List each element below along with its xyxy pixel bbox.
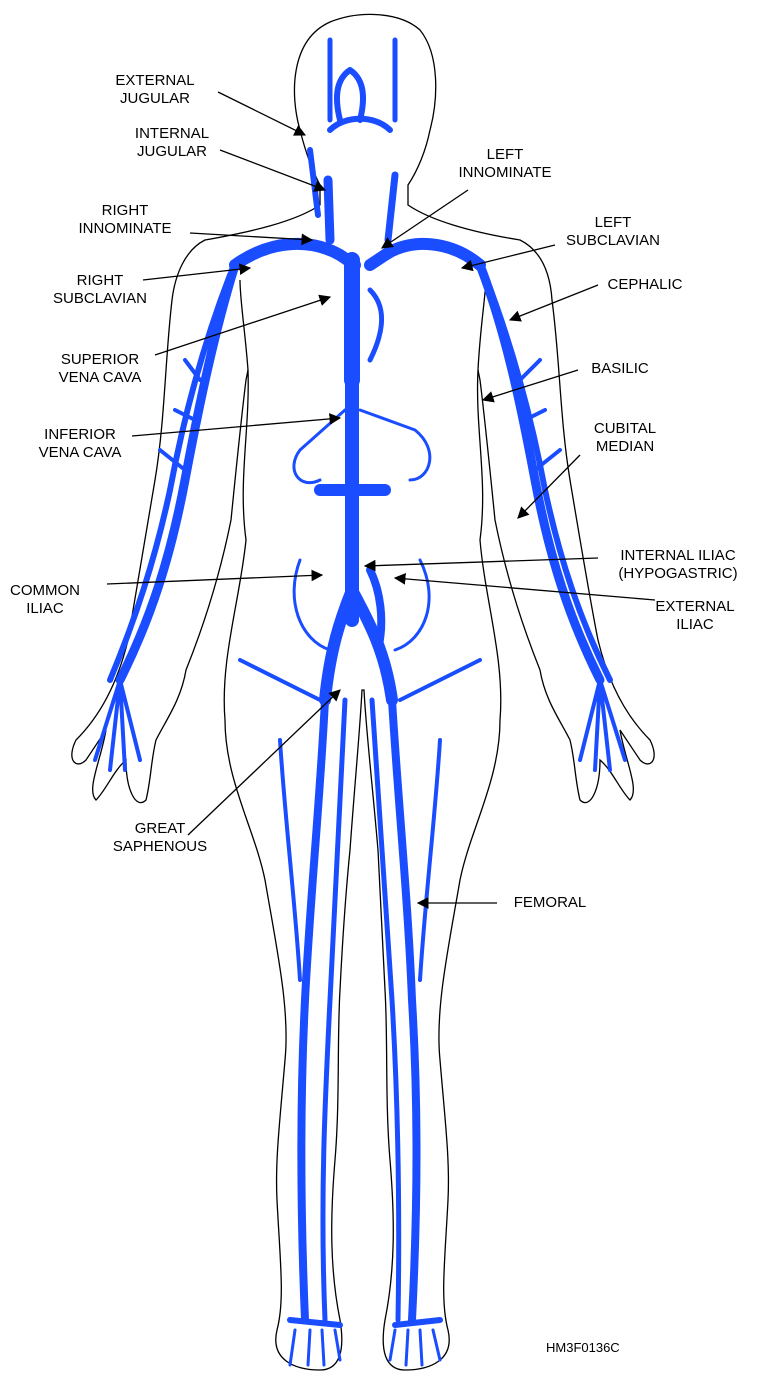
label-cephalic: CEPHALIC (590, 276, 700, 294)
label-internal-iliac: INTERNAL ILIAC(HYPOGASTRIC) (598, 547, 758, 583)
label-basilic: BASILIC (570, 360, 670, 378)
leader-basilic (483, 370, 578, 400)
label-femoral: FEMORAL (500, 894, 600, 912)
leader-inferior-vena-cava (132, 418, 340, 436)
leader-superior-vena-cava (155, 297, 330, 355)
figure-id: HM3F0136C (546, 1340, 620, 1355)
veins (95, 40, 625, 1365)
